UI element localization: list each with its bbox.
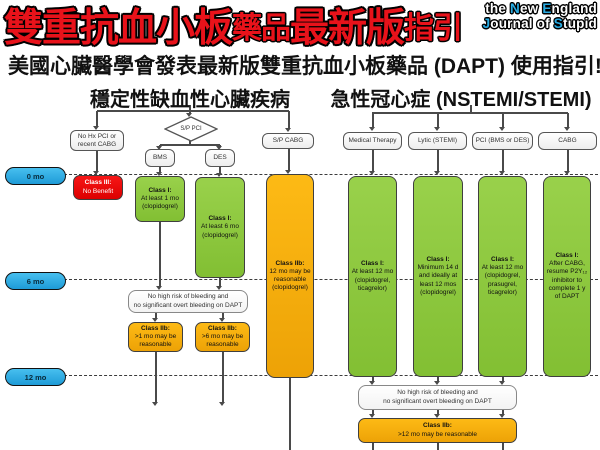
connector-arrow [94,111,99,131]
node-no-hx-pci: No Hx PCI or recent CABG [70,130,124,151]
connector-arrow [217,167,222,178]
connector-arrow [157,145,162,151]
outcome-cabg-class1-column: Class I: After CABG, resume P2Y₁₂ inhibi… [543,176,591,377]
node-medical-therapy: Medical Therapy [343,132,402,150]
title-segment: 最新版 [290,7,405,50]
outcome-extend-class2b: Class IIb: >12 mo may be reasonable [358,418,517,443]
outcome-des-class1: Class I: At least 6 mo (clopidogrel) [195,177,245,278]
connector-line [160,144,220,146]
dashed-line-12mo [64,375,598,376]
connector-arrow [217,145,222,151]
page-title: 雙重抗血小板藥品最新版指引 [4,0,463,50]
decision-sp-pci-label: S/P PCI [180,126,202,132]
node-cabg: CABG [538,132,597,150]
connector-arrow [220,313,225,323]
connector-arrow [187,111,192,118]
connector-line [189,140,191,144]
connector-arrow [500,150,505,176]
connector-arrow [435,113,440,132]
connector-arrow [435,377,440,386]
decision-diamond-sp-pci [164,116,218,142]
connector-arrow [370,410,375,419]
node-sp-cabg: S/P CABG [262,133,314,149]
dashed-line-0mo [64,174,598,175]
connector-arrow [94,151,99,176]
timeline-marker-6mo: 6 mo [5,272,66,290]
title-segment: 指引 [404,12,463,45]
section-header-stable-ihd: 穩定性缺血性心臟疾病 [90,89,290,111]
connector-line [97,110,289,112]
connector-line [437,443,439,450]
connector-arrow [220,352,225,407]
connector-arrow [565,150,570,176]
connector-arrow [153,352,158,407]
node-des: DES [205,149,235,167]
node-pci-bms-des: PCI (BMS or DES) [472,132,533,150]
connector-arrow [153,313,158,323]
connector-line [372,443,374,450]
connector-arrow [500,113,505,132]
outcome-extend-bms-class2b: Class IIb: >1 mo may be reasonable [128,322,183,352]
connector-arrow [286,149,291,175]
subtitle: 美國心臟醫學會發表最新版雙重抗血小板藥品 (DAPT) 使用指引!! [8,55,600,78]
title-segment: 藥品 [232,12,291,45]
info-bleeding-check-left: No high risk of bleeding and no signific… [128,290,248,313]
connector-line [189,105,191,110]
connector-line [372,112,568,114]
outcome-class3-no-benefit: Class III: No Benefit [73,175,123,200]
connector-arrow [157,222,162,291]
connector-arrow [435,410,440,419]
outcome-pci-class1-column: Class I: At least 12 mo (clopidogrel, pr… [478,176,527,377]
timeline-marker-12mo: 12 mo [5,368,66,386]
connector-arrow [500,410,505,419]
connector-arrow [370,150,375,176]
connector-arrow [565,113,570,132]
connector-arrow [286,111,291,133]
outcome-lytic-class1-column: Class I: Minimum 14 d and ideally at lea… [413,176,463,377]
connector-arrow [217,278,222,291]
outcome-bms-class1: Class I: At least 1 mo (clopidogrel) [135,176,185,222]
connector-arrow [370,377,375,386]
logo-line1: the New England [485,1,597,16]
outcome-medical-class1-column: Class I: At least 12 mo (clopidogrel, ti… [348,176,397,377]
outcome-cabg-class2b-column: Class IIb: 12 mo may be reasonable (clop… [266,174,314,378]
node-lytic-stemi: Lytic (STEMI) [408,132,467,150]
connector-line [470,105,472,112]
logo-line2: Journal of Stupid [482,15,597,31]
connector-arrow [157,167,162,177]
info-bleeding-check-right: No high risk of bleeding and no signific… [358,385,517,410]
connector-arrow [500,377,505,386]
section-header-acs: 急性冠心症 (NSTEMI/STEMI) [330,89,592,111]
dashed-line-6mo [64,279,598,280]
connector-line [502,443,504,450]
timeline-marker-0mo: 0 mo [5,167,66,185]
connector-arrow [370,113,375,132]
outcome-extend-des-class2b: Class IIb: >6 mo may be reasonable [195,322,250,352]
node-bms: BMS [145,149,175,167]
title-segment: 雙重抗血小板 [4,7,233,50]
connector-line [289,378,291,450]
journal-logo: the New England Journal of Stupid [482,1,597,32]
connector-arrow [435,150,440,176]
